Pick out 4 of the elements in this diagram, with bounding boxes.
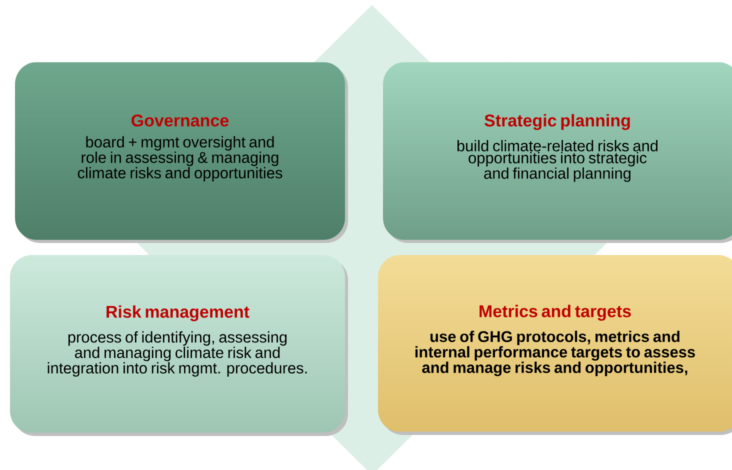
text-box: Risk management process of identifying, assessing and managing climate risk and integration into risk mgmt. procedures. bbox=[10, 254, 348, 436]
text-box: Strategic planning build climate-related risks and opportunities into strategic and financial planning bbox=[383, 62, 732, 243]
text-box: Metrics and targets use of GHG protocols, metrics and internal performance targets to assess and manage risks and opportunities, bbox=[378, 254, 732, 435]
text-box: Governance board + mgmt oversight and role in assessing & managing climate risks and opportunities bbox=[15, 62, 348, 243]
